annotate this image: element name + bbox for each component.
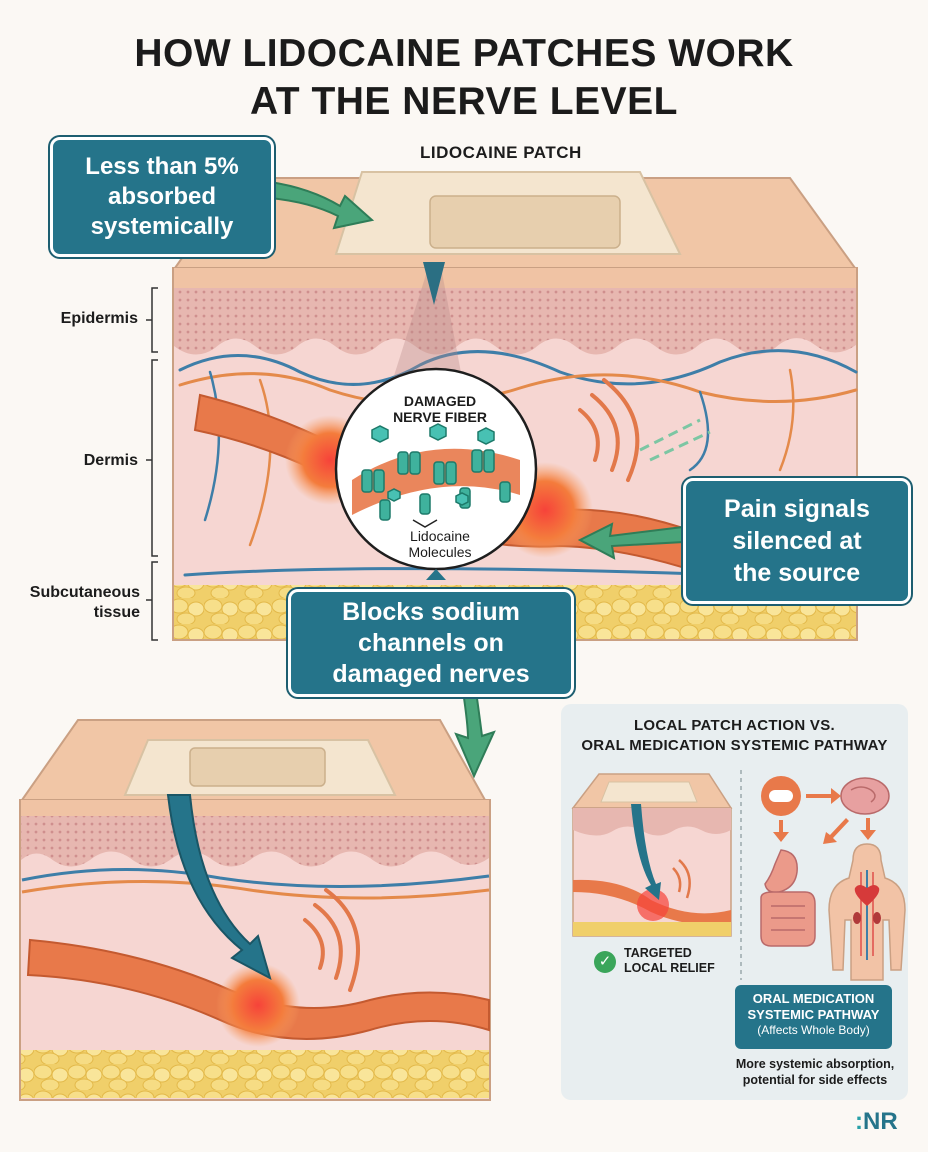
targeted-relief-label: TARGETED LOCAL RELIEF xyxy=(624,946,715,975)
subcutaneous-label: Subcutaneous tissue xyxy=(29,584,140,621)
digestive-icon xyxy=(764,849,798,894)
damaged-nerve-fiber-label: DAMAGED NERVE FIBER xyxy=(393,393,487,425)
page-title: HOW LIDOCAINE PATCHES WORK AT THE NERVE … xyxy=(134,32,794,123)
lower-skin-illustration xyxy=(19,719,491,1101)
pain-signal-waves xyxy=(578,378,640,482)
comparison-illustration xyxy=(571,770,906,981)
pain-silenced-callout: Pain signals silenced at the source xyxy=(683,478,911,604)
lidocaine-patch-graphic xyxy=(334,171,682,255)
comparison-title: LOCAL PATCH ACTION VS. ORAL MEDICATION S… xyxy=(581,717,888,754)
dermis-label: Dermis xyxy=(83,452,138,469)
epidermis-label: Epidermis xyxy=(60,310,138,327)
check-icon: ✓ xyxy=(594,951,616,973)
patch-label: LIDOCAINE PATCH xyxy=(420,143,582,162)
epidermis-layer xyxy=(174,268,856,355)
absorbed-callout: Less than 5% absorbed systemically xyxy=(50,137,274,257)
lidocaine-molecules xyxy=(371,423,495,506)
brand-logo: :NR xyxy=(855,1108,898,1135)
blocks-sodium-callout: Blocks sodium channels on damaged nerves xyxy=(288,589,574,697)
green-arrows xyxy=(269,180,684,779)
side-effects-note: More systemic absorption, potential for … xyxy=(735,1057,895,1087)
brain-icon xyxy=(840,777,890,815)
oral-pathway-label: ORAL MEDICATION SYSTEMIC PATHWAY (Affect… xyxy=(735,985,892,1049)
layer-brackets xyxy=(146,287,158,641)
lidocaine-molecules-label: Lidocaine Molecules xyxy=(408,528,472,560)
sodium-channels xyxy=(361,449,511,521)
